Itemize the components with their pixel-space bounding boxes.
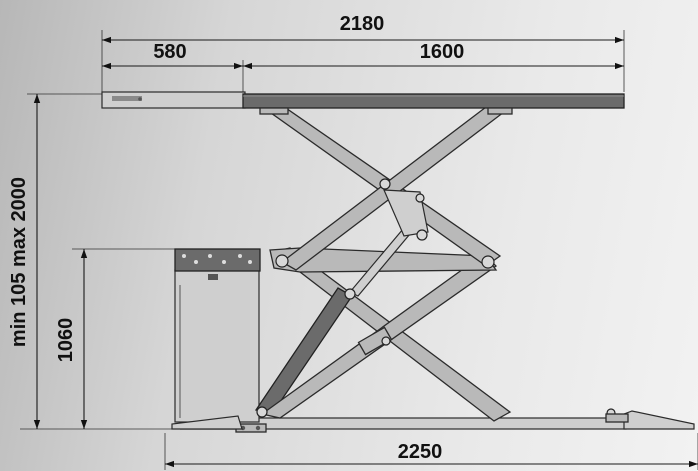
- control-unit-height-dimension: 1060: [55, 249, 88, 429]
- platform-split-dimension: 580 1600: [102, 41, 624, 70]
- pivot-pins: [256, 178, 495, 418]
- height-range-dimension: min 105 max 2000: [8, 94, 41, 429]
- control-unit-height-label: 1060: [55, 318, 77, 363]
- lift-platform: [101, 91, 625, 115]
- overall-width-dimension: 2180: [102, 13, 624, 44]
- base-length-label: 2250: [398, 441, 443, 463]
- scissor-lift-illustration: [101, 91, 695, 433]
- base-length-dimension: 2250: [165, 441, 698, 468]
- overall-width-label: 2180: [340, 13, 385, 35]
- platform-length-label: 1600: [420, 41, 465, 63]
- hydraulic-cylinders: [349, 215, 421, 356]
- control-unit-cabinet: [171, 248, 261, 430]
- height-range-label: min 105 max 2000: [8, 177, 30, 347]
- extension-length-label: 580: [153, 41, 186, 63]
